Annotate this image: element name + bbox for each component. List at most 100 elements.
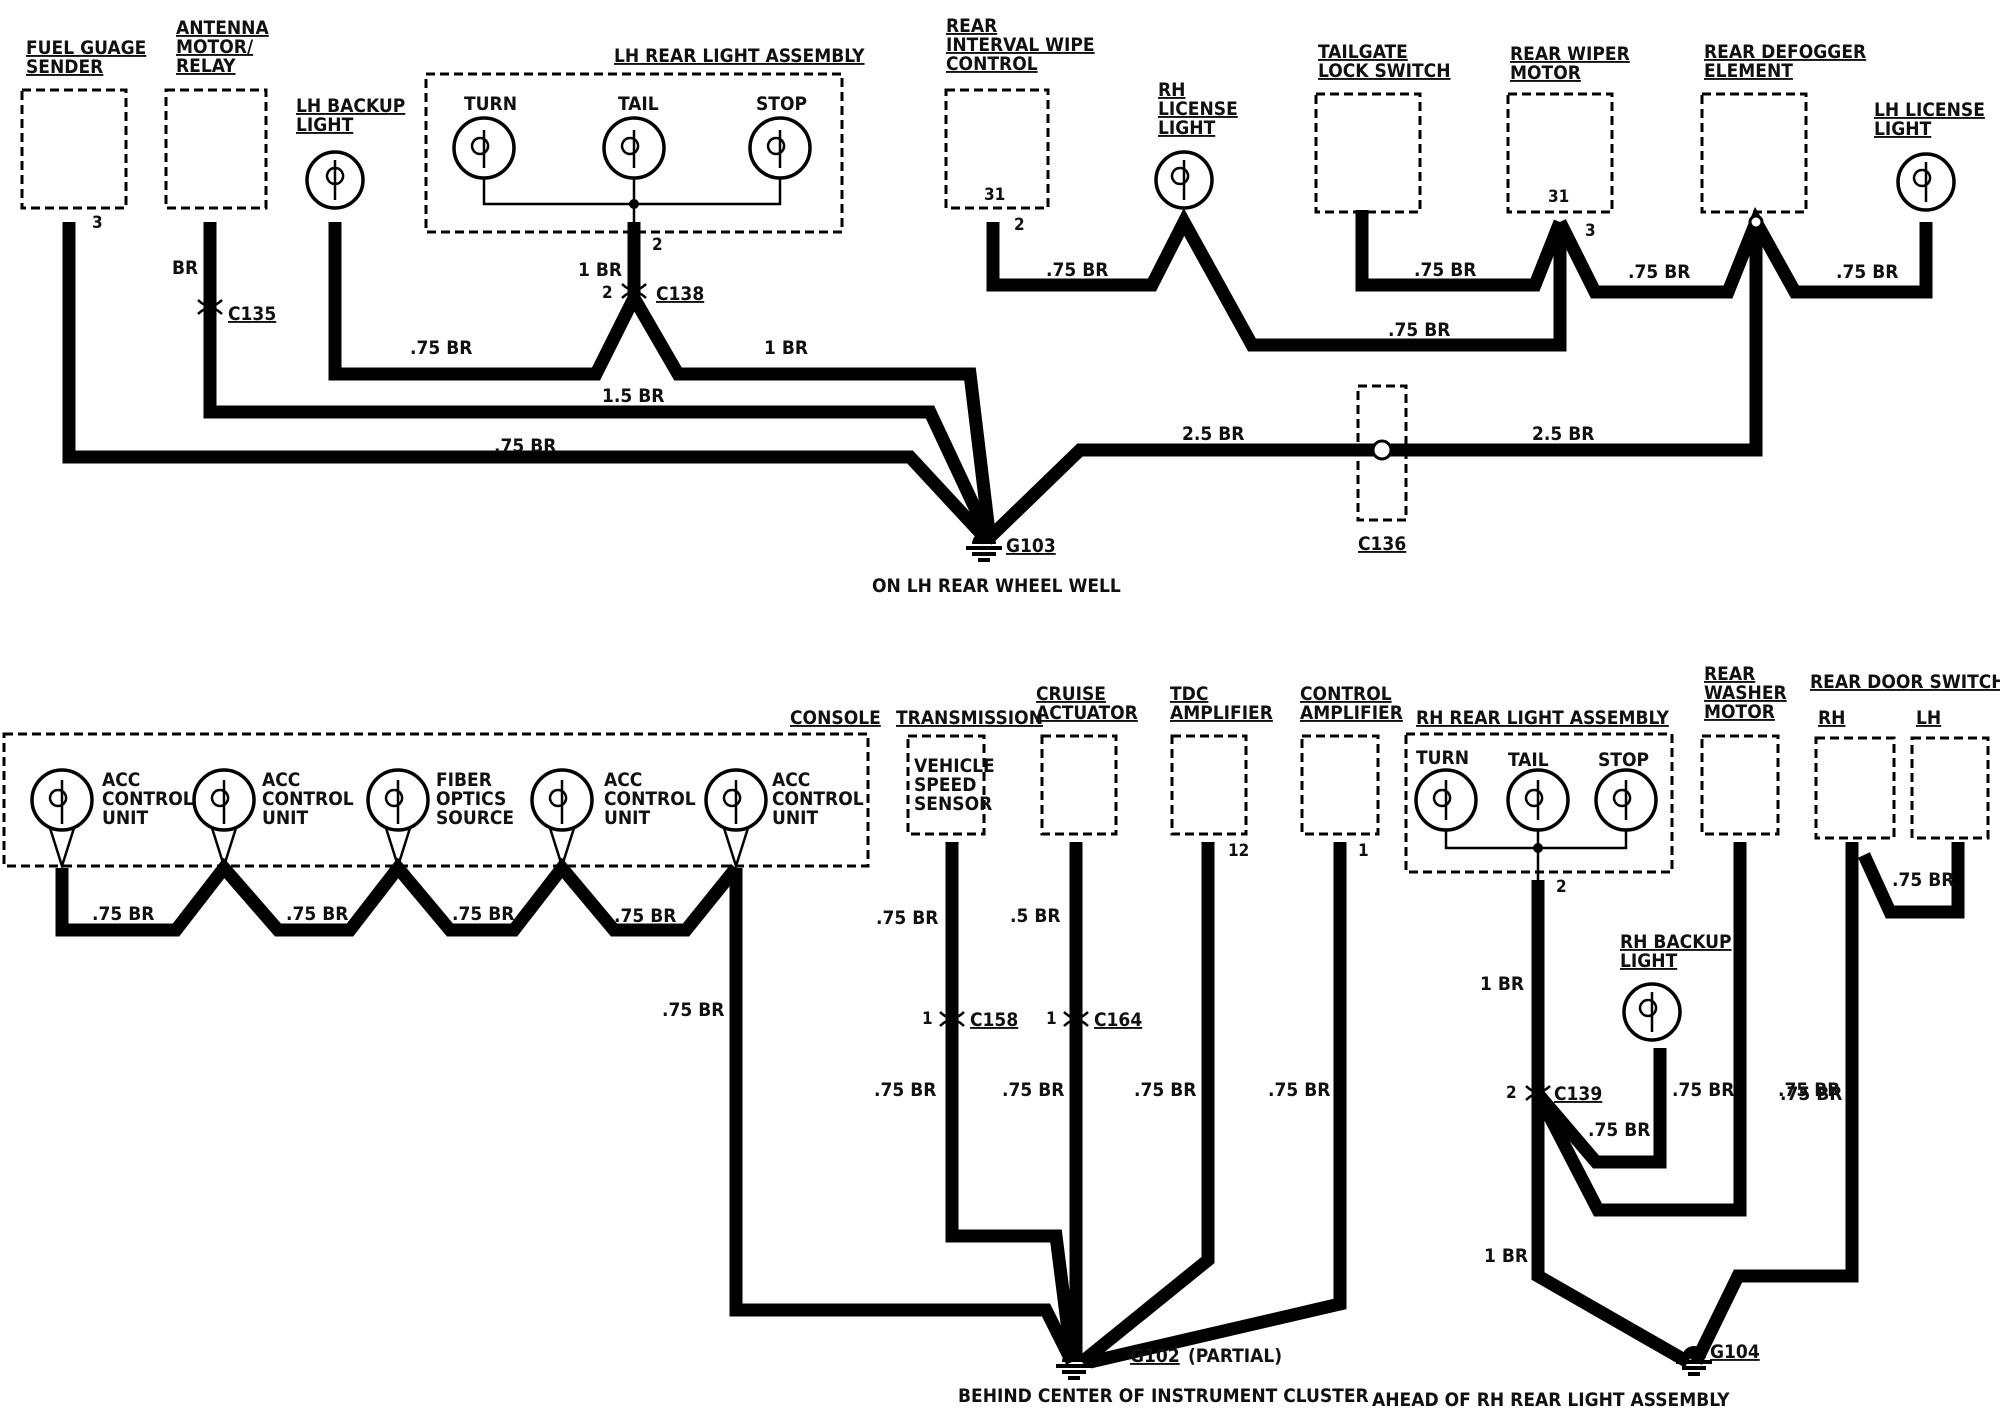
- c139-label: C139: [1554, 1083, 1602, 1105]
- rear-wiper-motor-box: [1506, 92, 1614, 214]
- wire-label-fuel: .75 BR: [494, 435, 556, 457]
- tdc-wire-label: .75 BR: [1134, 1079, 1196, 1101]
- wire-wipe-to-license: [986, 208, 1567, 352]
- acc-control-unit-1: [30, 768, 94, 871]
- rh-tail-bulb-icon: [1506, 768, 1570, 832]
- trans-top-wire-label: .75 BR: [876, 907, 938, 929]
- wire-label-wiper-defog: .75 BR: [1628, 261, 1690, 283]
- console-wire-label-3: .75 BR: [452, 903, 514, 925]
- rh-stop-bulb-icon: [1594, 768, 1658, 832]
- console-box: [2, 732, 870, 868]
- tailgate-lock-switch-box: [1314, 92, 1422, 214]
- control-amplifier-pin: 1: [1358, 841, 1369, 861]
- rh-backup-light: [1622, 982, 1682, 1042]
- wire-label-assembly-1br: 1 BR: [578, 259, 622, 281]
- c139-1br-wire-label: 1 BR: [1484, 1245, 1528, 1267]
- rh-license-light: [1154, 150, 1214, 210]
- c158-label: C158: [970, 1009, 1018, 1031]
- wire-label-antenna-br: BR: [172, 257, 198, 279]
- wire-label-tailgate: .75 BR: [1414, 259, 1476, 281]
- rh-turn-bulb-icon: [1414, 768, 1478, 832]
- lh-backup-light: [305, 150, 365, 210]
- cruise-bottom-wire-label: .75 BR: [1002, 1079, 1064, 1101]
- c138-label: C138: [656, 283, 704, 305]
- wiper-pin-inside: 31: [1548, 187, 1569, 207]
- lh-license-light: [1896, 152, 1956, 212]
- fiber-optics-source: [366, 768, 430, 871]
- wire-c139-washer: [1532, 842, 1747, 1217]
- c158-connector-icon: [939, 1011, 965, 1027]
- c158-pin: 1: [922, 1009, 933, 1029]
- tdc-amplifier-box: [1170, 734, 1248, 836]
- wire-console-down: [729, 868, 1078, 1365]
- c135-label: C135: [228, 303, 276, 325]
- lh-rear-light-assembly-label: LH REAR LIGHT ASSEMBLY: [614, 45, 865, 67]
- door-lh-wire-label: .75 BR: [1892, 869, 1954, 891]
- rear-defogger-box: [1700, 92, 1808, 214]
- backup-wire-label: .75 BR: [1672, 1079, 1734, 1101]
- g103-label: G103: [1006, 535, 1056, 557]
- wire-rh-assembly: [1531, 880, 1692, 1368]
- wire-control-amplifier: [1088, 842, 1347, 1369]
- wire-antenna: [203, 222, 996, 543]
- tdc-pin: 12: [1228, 841, 1249, 861]
- wire-label-g103-25br: 2.5 BR: [1182, 423, 1244, 445]
- g102-location: BEHIND CENTER OF INSTRUMENT CLUSTER: [958, 1385, 1369, 1407]
- g102-ground-icon: [1056, 1350, 1092, 1380]
- g103-location: ON LH REAR WHEEL WELL: [872, 575, 1121, 597]
- rear-door-switches-label: REAR DOOR SWITCHES: [1810, 671, 2000, 693]
- c139-pin: 2: [1506, 1083, 1517, 1103]
- rh-turn-label: TURN: [1416, 747, 1469, 769]
- acc-control-unit-2: [192, 768, 256, 871]
- wire-lh-backup: [328, 222, 997, 541]
- console-label: CONSOLE: [790, 707, 881, 729]
- rear-door-switch-lh-box: [1910, 736, 1990, 840]
- lh-turn-label: TURN: [464, 93, 517, 115]
- c136-label: C136: [1358, 533, 1406, 555]
- rear-washer-motor-box: [1700, 734, 1780, 836]
- wire-tdc: [1077, 842, 1215, 1368]
- console-down-wire-label: .75 BR: [662, 999, 724, 1021]
- c139-connector-icon: [1525, 1085, 1551, 1101]
- transmission-label: TRANSMISSION: [896, 707, 1043, 729]
- wire-fuel-gauge: [62, 222, 992, 545]
- lh-stop-label: STOP: [756, 93, 807, 115]
- lh-tail-label: TAIL: [618, 93, 659, 115]
- g102-note: (PARTIAL): [1188, 1345, 1282, 1367]
- c138-pin: 2: [602, 283, 613, 303]
- wire-label-lh-license: .75 BR: [1836, 261, 1898, 283]
- wire-label-defog-25br: 2.5 BR: [1532, 423, 1594, 445]
- c164-connector-icon: [1063, 1011, 1089, 1027]
- c164-label: C164: [1094, 1009, 1142, 1031]
- rh-rear-light-assembly-label: RH REAR LIGHT ASSEMBLY: [1416, 707, 1669, 729]
- lh-stop-bulb-icon: [748, 116, 812, 180]
- g104-ground-icon: [1676, 1346, 1712, 1376]
- lh-tail-bulb-icon: [602, 116, 666, 180]
- wipe-pin-inside: 31: [984, 185, 1005, 205]
- console-wire-label-2: .75 BR: [286, 903, 348, 925]
- c139-backup-wire-label: .75 BR: [1588, 1119, 1650, 1141]
- c136-connector-box: [1356, 384, 1408, 522]
- control-amplifier-box: [1300, 734, 1380, 836]
- cruise-actuator-box: [1040, 734, 1118, 836]
- wire-door-lh: [1858, 842, 1965, 919]
- rh-assembly-1br-wire-label: 1 BR: [1480, 973, 1524, 995]
- wire-transmission: [945, 842, 1079, 1363]
